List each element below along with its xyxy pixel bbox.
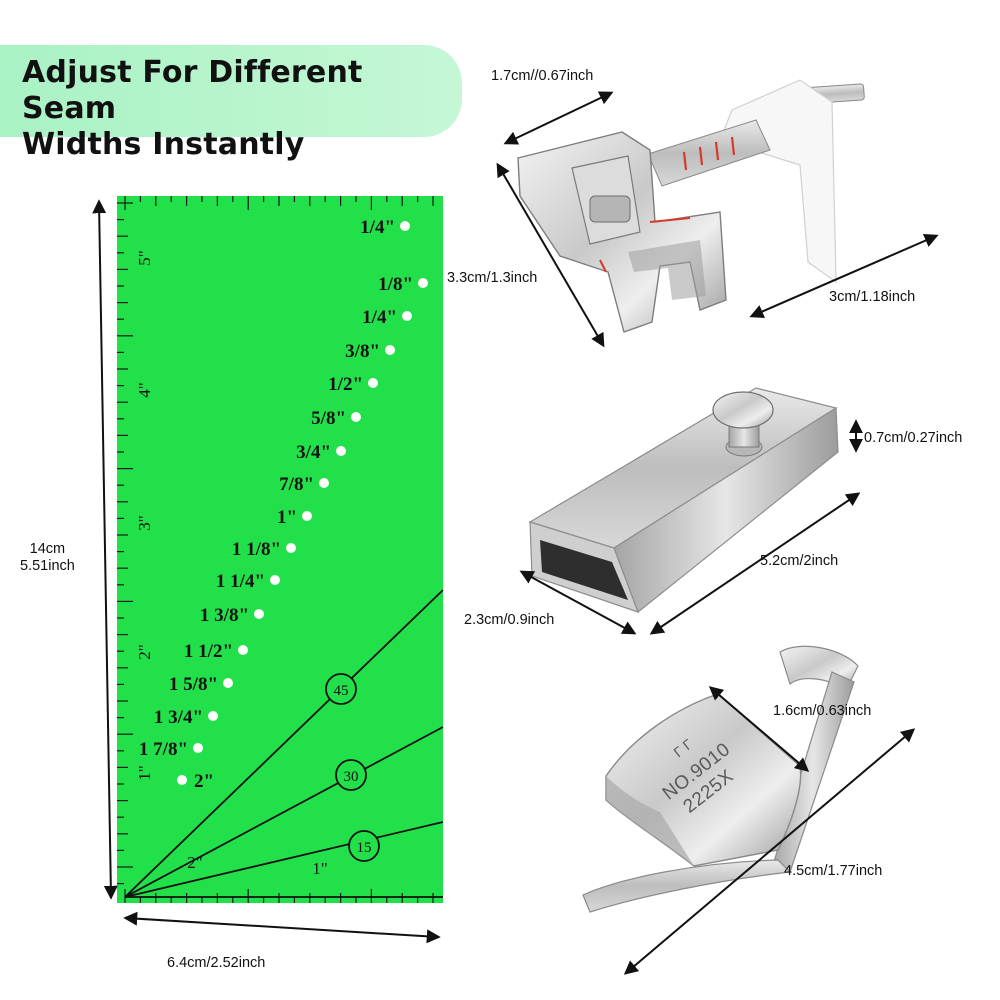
angle-badge-15 — [348, 830, 380, 862]
ruler-width-label: 6.4cm/2.52inch — [167, 955, 266, 971]
seam-guide-hole — [270, 575, 280, 585]
seam-guide-label: 1 1/8" — [232, 539, 281, 560]
angle-label-45: 45 — [334, 683, 349, 699]
clip-top-label: 1.6cm/0.63inch — [773, 703, 872, 719]
seam-guide-label: 5/8" — [311, 408, 346, 429]
foot-left-label: 3.3cm/1.3inch — [447, 270, 538, 286]
seam-guide-hole — [193, 743, 203, 753]
seam-guide-hole — [351, 412, 361, 422]
block-width-arrow — [519, 570, 637, 635]
ruler-body — [117, 196, 443, 903]
angle-line-15 — [124, 821, 444, 898]
block-width-label: 2.3cm/0.9inch — [464, 612, 555, 628]
seam-guide-label: 1 3/4" — [154, 707, 203, 728]
seam-guide-label: 1" — [277, 507, 297, 528]
inch-mark-2: 2" — [135, 644, 154, 659]
inch-mark-3: 3" — [135, 515, 154, 530]
seam-guide-label: 1/2" — [328, 374, 363, 395]
seam-guide-hole — [208, 711, 218, 721]
seam-guides: 1/4" 1/8" 1/4" 3/8" 1/2" 5/8" 3/4" 7/8" 1" 1 1/8"… — [139, 217, 428, 792]
seam-guide-hole — [418, 278, 428, 288]
seam-guide-hole — [319, 478, 329, 488]
bottom-mark-2: 2" — [187, 853, 202, 872]
angle-line-45 — [124, 589, 444, 898]
banner-title: Adjust For Different Seam Widths Instant… — [22, 55, 462, 163]
angle-label-30: 30 — [344, 769, 359, 785]
banner-line-2: Widths Instantly — [22, 127, 305, 162]
clip-length-arrow — [623, 728, 916, 975]
seam-guide-label: 1/8" — [378, 274, 413, 295]
block-length-label: 5.2cm/2inch — [760, 553, 839, 569]
clip-length-label: 4.5cm/1.77inch — [784, 863, 883, 879]
seam-guide-label: 1 1/2" — [184, 641, 233, 662]
ruler-height-label: 14cm 5.51inch — [20, 541, 75, 575]
seam-guide-label: 1 7/8" — [139, 739, 188, 760]
seam-guide-hole — [402, 311, 412, 321]
inch-mark-4: 4" — [135, 382, 154, 397]
seam-guide-hole — [254, 609, 264, 619]
seam-guide-hole — [177, 775, 187, 785]
ruler-height-cm: 14cm — [29, 541, 66, 557]
ruler-height-arrow — [92, 199, 118, 900]
ruler-ticks — [117, 196, 434, 903]
ruler-height-inch: 5.51inch — [20, 558, 75, 574]
ruler-width-arrow — [123, 911, 441, 944]
foot-width-arrow — [503, 91, 614, 145]
seam-guide-label: 3/4" — [296, 442, 331, 463]
seam-guide-hole — [286, 543, 296, 553]
seam-guide-label: 1/4" — [360, 217, 395, 238]
seam-guide-label: 3/8" — [345, 341, 380, 362]
seam-guide-hole — [336, 446, 346, 456]
bottom-mark-1: 1" — [312, 859, 327, 878]
inch-mark-5: 5" — [135, 250, 154, 265]
seam-guide-label: 1 1/4" — [216, 571, 265, 592]
white-guide-plate — [719, 79, 837, 284]
seam-guide-label: 2" — [194, 771, 214, 792]
seam-guide-hole — [368, 378, 378, 388]
seam-guide-hole — [223, 678, 233, 688]
seam-guide-hole — [385, 345, 395, 355]
seam-guide-hole — [400, 221, 410, 231]
foot-right-label: 3cm/1.18inch — [829, 289, 916, 305]
magnetic-seam-guide-block — [528, 387, 839, 613]
seam-guide-hole — [302, 511, 312, 521]
angle-label-15: 15 — [357, 840, 372, 856]
inch-mark-1: 1" — [135, 765, 154, 780]
seam-guide-label: 1 3/8" — [200, 605, 249, 626]
block-length-arrow — [649, 492, 861, 635]
block-height-label: 0.7cm/0.27inch — [864, 430, 963, 446]
foot-length-arrow — [496, 162, 605, 348]
foot-top-label: 1.7cm//0.67inch — [491, 68, 594, 84]
angle-line-30 — [124, 726, 444, 898]
seam-guide-label: 1 5/8" — [169, 674, 218, 695]
angle-lines — [124, 589, 444, 898]
title-banner: Adjust For Different Seam Widths Instant… — [0, 45, 462, 162]
seam-guide-label: 7/8" — [279, 474, 314, 495]
banner-line-1: Adjust For Different Seam — [22, 55, 363, 126]
seam-ruler: 45 30 15 5" 4" 3" 2" 1" 2" 1" 1/4"1/8"1/… — [117, 196, 444, 903]
angle-badge-30 — [335, 759, 367, 791]
seam-guide-label: 1/4" — [362, 307, 397, 328]
adjustable-presser-foot — [517, 79, 865, 333]
angle-badge-45 — [325, 673, 357, 705]
guide-length-arrow — [749, 234, 939, 318]
seam-guide-hole — [238, 645, 248, 655]
